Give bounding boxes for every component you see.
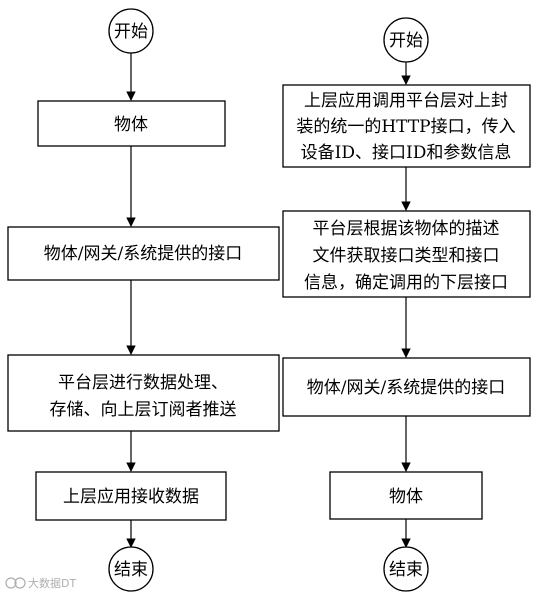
left-start-label: 开始 <box>114 22 148 42</box>
left-step3-line1: 平台层进行数据处理、 <box>58 373 228 393</box>
right-end-circle <box>383 546 429 592</box>
right-step2-node: 平台层根据该物体的描述 文件获取接口类型和接口 信息，确定调用的下层接口 <box>282 210 531 298</box>
right-end-label: 结束 <box>389 560 423 580</box>
right-step2-line2: 文件获取接口类型和接口 <box>313 246 500 266</box>
left-step2-label: 物体/网关/系统提供的接口 <box>44 244 242 264</box>
left-end-node: 结束 <box>108 546 154 592</box>
left-end-label: 结束 <box>114 560 148 580</box>
right-step2-box <box>282 210 531 298</box>
left-flow: 开始 物体 物体/网关/系统提供的接口 平台层进行数据处理、 存储、向上层订阅者… <box>7 8 280 592</box>
left-step1-box <box>37 100 226 147</box>
left-step3-box <box>7 354 280 432</box>
left-start-node: 开始 <box>108 8 154 54</box>
right-start-node: 开始 <box>383 17 429 63</box>
left-step4-box <box>35 471 227 521</box>
right-step1-line2: 装的统一的HTTP接口，传入 <box>296 117 515 137</box>
left-end-circle <box>108 546 154 592</box>
right-step1-line1: 上层应用调用平台层对上封 <box>304 91 508 111</box>
right-step4-label: 物体 <box>389 487 423 507</box>
left-step4-node: 上层应用接收数据 <box>35 471 227 521</box>
right-step4-node: 物体 <box>329 471 483 520</box>
right-step2-line1: 平台层根据该物体的描述 <box>313 219 500 239</box>
right-step3-box <box>282 357 531 417</box>
right-step3-label: 物体/网关/系统提供的接口 <box>307 378 505 398</box>
right-step2-line3: 信息，确定调用的下层接口 <box>304 273 508 293</box>
watermark-logo-icon <box>5 577 26 589</box>
right-start-label: 开始 <box>389 31 423 51</box>
right-step4-box <box>329 471 483 520</box>
watermark-text: 大数据DT <box>28 576 76 590</box>
watermark: 大数据DT <box>5 576 76 590</box>
left-step4-label: 上层应用接收数据 <box>63 487 199 507</box>
right-step3-node: 物体/网关/系统提供的接口 <box>282 357 531 417</box>
right-flow: 开始 上层应用调用平台层对上封 装的统一的HTTP接口，传入 设备ID、接口ID… <box>282 17 531 592</box>
right-step1-line3: 设备ID、接口ID和参数信息 <box>301 143 512 163</box>
left-step3-line2: 存储、向上层订阅者推送 <box>50 400 237 420</box>
left-step1-label: 物体 <box>114 115 148 135</box>
left-step1-node: 物体 <box>37 100 226 147</box>
right-end-node: 结束 <box>383 546 429 592</box>
left-step3-node: 平台层进行数据处理、 存储、向上层订阅者推送 <box>7 354 280 432</box>
left-step2-box <box>7 226 280 281</box>
left-step2-node: 物体/网关/系统提供的接口 <box>7 226 280 281</box>
right-step1-node: 上层应用调用平台层对上封 装的统一的HTTP接口，传入 设备ID、接口ID和参数… <box>282 84 531 168</box>
